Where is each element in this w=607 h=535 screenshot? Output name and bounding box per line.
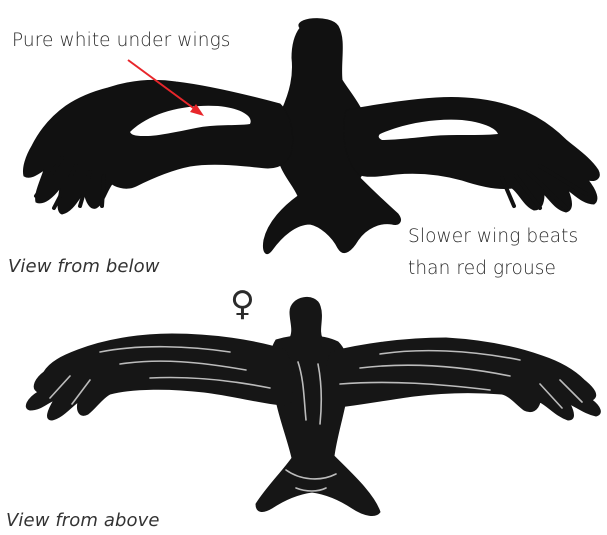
wing-beats-line-1: Slower wing beats xyxy=(408,221,578,253)
wing-beats-line-2: than red grouse xyxy=(408,253,578,285)
female-symbol-icon: ♀ xyxy=(230,287,255,321)
view-from-below-caption: View from below xyxy=(8,256,160,277)
wing-beats-annotation: Slower wing beats than red grouse xyxy=(408,221,578,285)
bird-above-silhouette xyxy=(26,297,600,515)
underwing-annotation: Pure white under wings xyxy=(12,30,231,51)
view-from-above-caption: View from above xyxy=(6,510,160,531)
